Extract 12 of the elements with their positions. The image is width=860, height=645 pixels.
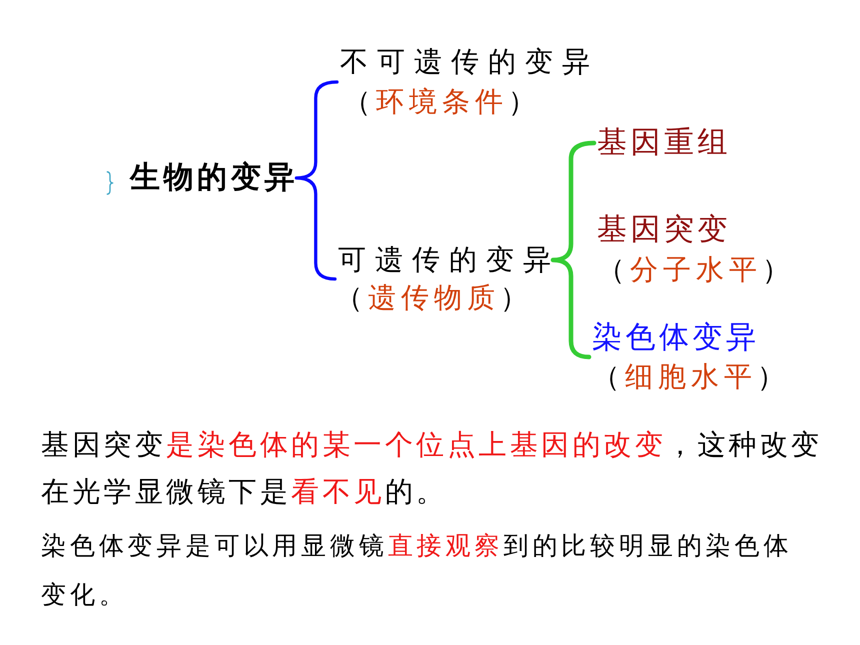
level-note: （环境条件） <box>343 85 541 119</box>
level-note: （分子水平） <box>597 253 795 287</box>
category-label: 不可遗传的变异 <box>340 45 599 79</box>
category-label: 基因突变 <box>597 212 731 248</box>
level-note: （细胞水平） <box>592 360 790 394</box>
note-text: 基因突变是染色体的某一个位点上基因的改变，这种改变在光学显微镜下是看不见的。 <box>41 427 824 510</box>
note-text: 染色体变异是可以用显微镜直接观察到的比较明显的染色体变化。 <box>41 530 794 611</box>
topic-label: 生物的变异 <box>130 160 298 196</box>
category-label: 染色体变异 <box>592 320 760 356</box>
category-label: 基因重组 <box>597 125 731 161</box>
category-label: 可遗传的变异 <box>338 243 560 277</box>
level-note: （遗传物质） <box>335 281 533 315</box>
